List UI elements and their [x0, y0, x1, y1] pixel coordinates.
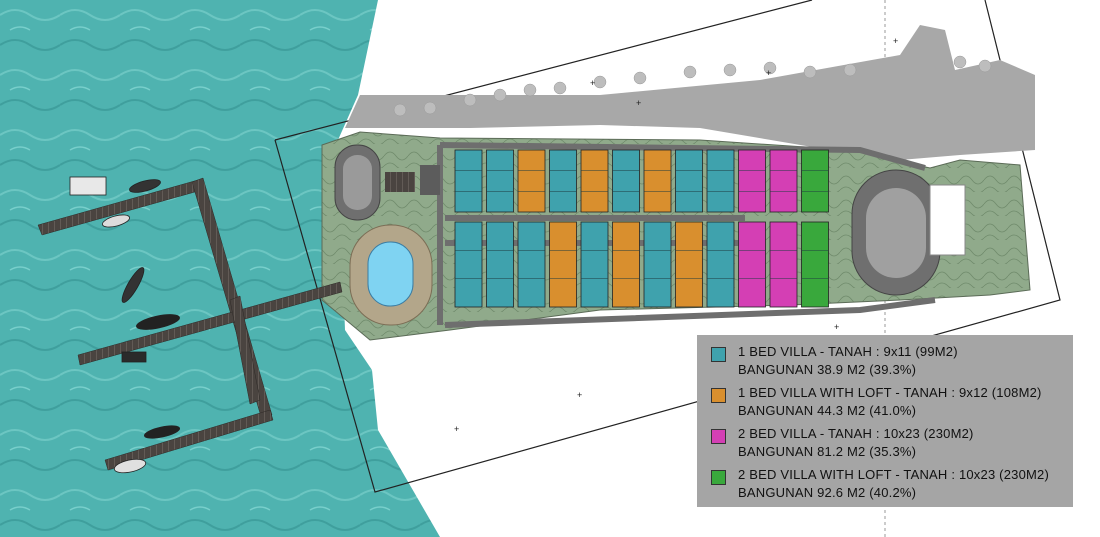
boats [69, 176, 181, 474]
boat-icon [121, 351, 147, 363]
svg-text:+: + [454, 424, 459, 434]
villa-plot-teal [643, 221, 672, 308]
villa-plot-orange [517, 149, 546, 213]
villa-plot-orange [612, 221, 640, 308]
speedboat-icon [143, 425, 181, 439]
jetty-piers [37, 177, 343, 471]
legend-subtitle: BANGUNAN 81.2 M2 (35.3%) [738, 444, 917, 459]
legend-swatch [711, 347, 726, 362]
jetski-icon [102, 214, 130, 228]
villa-plot-teal [706, 149, 735, 213]
villa-plot-orange [549, 221, 577, 308]
villa-plot-green [801, 149, 829, 213]
villa-plot-teal [517, 221, 546, 308]
legend-title: 2 BED VILLA WITH LOFT - TANAH : 10x23 (2… [738, 467, 1049, 482]
villa-plot-teal [706, 221, 735, 308]
speedboat-icon [129, 179, 161, 193]
legend-item: 2 BED VILLA - TANAH : 10x23 (230M2) BANG… [707, 425, 1063, 466]
palm-trees [393, 55, 992, 117]
speedboat-icon [136, 314, 180, 330]
villa-plot-orange [580, 149, 609, 213]
legend-title: 1 BED VILLA - TANAH : 9x11 (99M2) [738, 344, 958, 359]
villa-plots [454, 149, 829, 308]
svg-text:+: + [766, 68, 771, 78]
legend-item: 2 BED VILLA WITH LOFT - TANAH : 10x23 (2… [707, 466, 1063, 507]
legend-panel: 1 BED VILLA - TANAH : 9x11 (99M2) BANGUN… [697, 335, 1073, 507]
svg-text:+: + [834, 322, 839, 332]
svg-text:+: + [590, 78, 595, 88]
villa-plot-teal [454, 221, 483, 308]
villa-plot-teal [486, 221, 514, 308]
svg-text:+: + [893, 36, 898, 46]
jetski-icon [113, 458, 147, 474]
legend-swatch [711, 429, 726, 444]
legend-item: 1 BED VILLA WITH LOFT - TANAH : 9x12 (10… [707, 384, 1063, 425]
svg-text:+: + [577, 390, 582, 400]
legend-subtitle: BANGUNAN 44.3 M2 (41.0%) [738, 403, 917, 418]
villa-plot-magenta [738, 221, 766, 308]
legend-title: 1 BED VILLA WITH LOFT - TANAH : 9x12 (10… [738, 385, 1042, 400]
legend-subtitle: BANGUNAN 92.6 M2 (40.2%) [738, 485, 917, 500]
boat-icon [69, 176, 107, 196]
boat-icon [121, 267, 145, 303]
forest-area [345, 25, 1035, 160]
legend-item: 1 BED VILLA - TANAH : 9x11 (99M2) BANGUN… [707, 343, 1063, 384]
villa-plot-magenta [769, 149, 798, 213]
villa-plot-teal [486, 149, 514, 213]
villa-plot-teal [612, 149, 640, 213]
villa-plot-orange [675, 221, 703, 308]
villa-plot-magenta [769, 221, 798, 308]
swimming-pool [367, 241, 414, 307]
legend-swatch [711, 388, 726, 403]
villa-plot-teal [549, 149, 577, 213]
villa-plot-teal [675, 149, 703, 213]
svg-text:+: + [636, 98, 641, 108]
legend-subtitle: BANGUNAN 38.9 M2 (39.3%) [738, 362, 917, 377]
villa-plot-teal [580, 221, 609, 308]
legend-title: 2 BED VILLA - TANAH : 10x23 (230M2) [738, 426, 974, 441]
villa-plot-green [801, 221, 829, 308]
villa-plot-orange [643, 149, 672, 213]
survey-markers: + + + + + + + [454, 36, 898, 434]
stair-bridge [385, 172, 415, 192]
villa-plot-magenta [738, 149, 766, 213]
legend-swatch [711, 470, 726, 485]
villa-plot-teal [454, 149, 483, 213]
